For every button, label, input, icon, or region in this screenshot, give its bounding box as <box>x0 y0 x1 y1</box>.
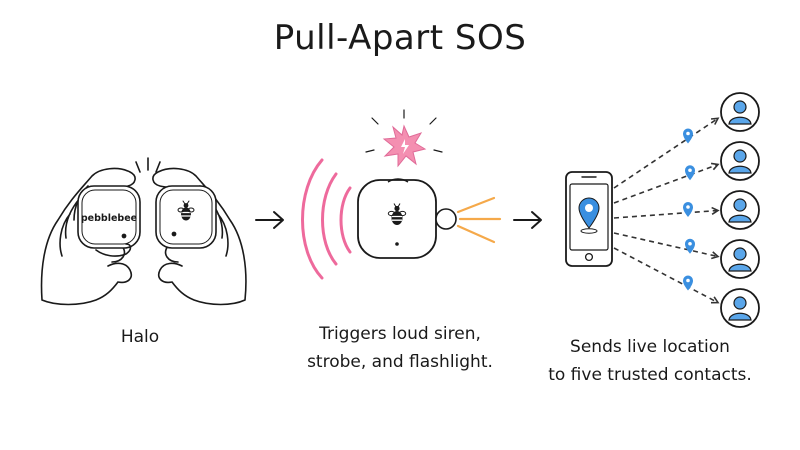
caption-line: Sends live location <box>570 337 730 357</box>
step-2-alert <box>301 109 502 280</box>
contact-avatar-icon <box>720 239 760 279</box>
bee-icon <box>177 200 195 221</box>
caption-line: strobe, and flashlight. <box>307 352 493 372</box>
contact-avatar-icon <box>720 190 760 230</box>
small-location-pin-icon <box>683 128 693 144</box>
arrow-1 <box>255 211 284 229</box>
flashlight-lens <box>435 208 457 230</box>
pin-dot <box>686 278 690 283</box>
pin-dot <box>686 205 690 209</box>
bee-icon <box>387 203 407 225</box>
siren-waves <box>301 158 352 280</box>
dashed-link <box>613 247 719 304</box>
dashed-link <box>613 209 719 219</box>
contact-avatar-icon <box>720 92 760 132</box>
arrow-head <box>710 162 720 171</box>
left-hand <box>40 167 136 306</box>
step-3-share <box>565 92 760 328</box>
dashed-link <box>613 163 719 204</box>
arrow-head <box>711 206 720 215</box>
small-location-pin-icon <box>683 202 693 217</box>
step-1-pull-apart: pebblebee <box>40 157 247 306</box>
step-2-caption: Triggers loud siren, strobe, and flashli… <box>285 320 515 376</box>
contact-avatar-icon <box>720 288 760 328</box>
strobe-burst <box>365 109 443 168</box>
step-1-caption: Halo <box>60 323 220 351</box>
right-hand <box>152 167 247 306</box>
small-location-pin-icon <box>683 275 693 291</box>
pin-dot <box>688 168 692 173</box>
contact-links <box>613 92 760 328</box>
flashlight-beams <box>456 196 502 244</box>
brand-label: pebblebee <box>81 213 137 224</box>
small-location-pin-icon <box>685 165 695 181</box>
dashed-link <box>613 232 719 258</box>
caption-line: to five trusted contacts. <box>548 365 752 385</box>
arrow-head <box>710 117 720 125</box>
arrow-2 <box>513 211 542 229</box>
pin-dot <box>688 241 692 246</box>
location-pin-icon <box>578 197 600 234</box>
left-device-half <box>77 185 141 249</box>
caption-line: Triggers loud siren, <box>319 324 481 344</box>
arrow-head <box>710 296 720 304</box>
contact-avatar-icon <box>720 141 760 181</box>
dashed-link <box>613 117 719 189</box>
step-3-caption: Sends live location to five trusted cont… <box>540 333 760 389</box>
pull-motion-lines <box>135 157 161 173</box>
caption-line: Halo <box>120 327 160 347</box>
diagram-title: Pull-Apart SOS <box>273 18 527 58</box>
pin-dot <box>686 131 690 136</box>
small-location-pin-icon <box>685 238 695 254</box>
arrow-head <box>711 251 720 260</box>
